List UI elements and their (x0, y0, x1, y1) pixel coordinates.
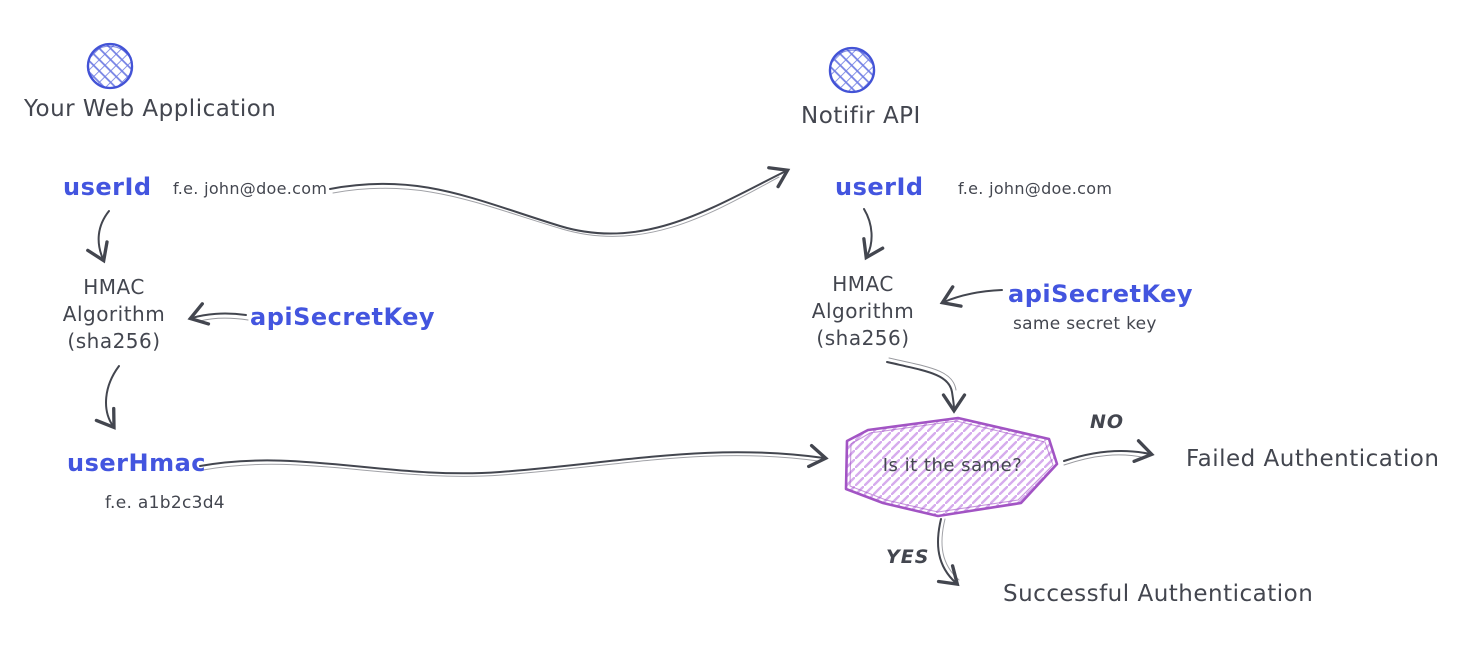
arrow-decision-yes-to-success (936, 518, 960, 587)
right-hmac-block: HMAC Algorithm (sha256) (790, 271, 936, 352)
decision-hexagon (844, 416, 1059, 518)
left-hmac-line1: HMAC (83, 275, 145, 299)
right-apisecretkey-label: apiSecretKey (1008, 280, 1194, 308)
globe-icon (86, 42, 134, 90)
arrow-decision-no-to-failed (1063, 439, 1155, 464)
arrow-left-userid-to-hmac (86, 210, 110, 264)
decision-yes-label: YES (886, 546, 930, 568)
left-userhmac-example: f.e. a1b2c3d4 (105, 493, 225, 513)
left-apisecretkey-label: apiSecretKey (250, 303, 436, 331)
arrow-right-hmac-to-decision (886, 361, 967, 414)
arrow-userid-to-api-userid (329, 166, 791, 235)
successful-authentication-label: Successful Authentication (1003, 581, 1314, 607)
arrow-left-apisecretkey-to-hmac (187, 302, 247, 326)
arrow-userhmac-to-decision (199, 443, 829, 475)
right-hmac-line1: HMAC (832, 272, 894, 296)
arrow-right-apisecretkey-to-hmac (939, 285, 1003, 308)
failed-authentication-label: Failed Authentication (1186, 446, 1440, 472)
right-api-title: Notifir API (801, 103, 921, 129)
right-userid-label: userId (835, 173, 924, 201)
globe-icon (828, 46, 876, 94)
left-hmac-line2: Algorithm (62, 302, 166, 326)
decision-no-label: NO (1090, 411, 1125, 433)
right-hmac-line2: Algorithm (811, 299, 915, 323)
right-userid-example: f.e. john@doe.com (958, 179, 1113, 198)
arrow-right-userid-to-hmac (862, 208, 885, 261)
left-hmac-block: HMAC Algorithm (sha256) (38, 274, 190, 355)
left-userid-example: f.e. john@doe.com (173, 179, 328, 198)
right-apisecretkey-note: same secret key (1013, 314, 1157, 334)
right-hmac-line3: (sha256) (816, 326, 910, 350)
left-hmac-line3: (sha256) (67, 329, 161, 353)
decision-question: Is it the same? (882, 455, 1023, 476)
left-userhmac-label: userHmac (67, 449, 206, 477)
left-app-title: Your Web Application (24, 96, 277, 122)
left-userid-label: userId (63, 173, 152, 201)
arrow-left-hmac-to-userhmac (94, 365, 120, 430)
